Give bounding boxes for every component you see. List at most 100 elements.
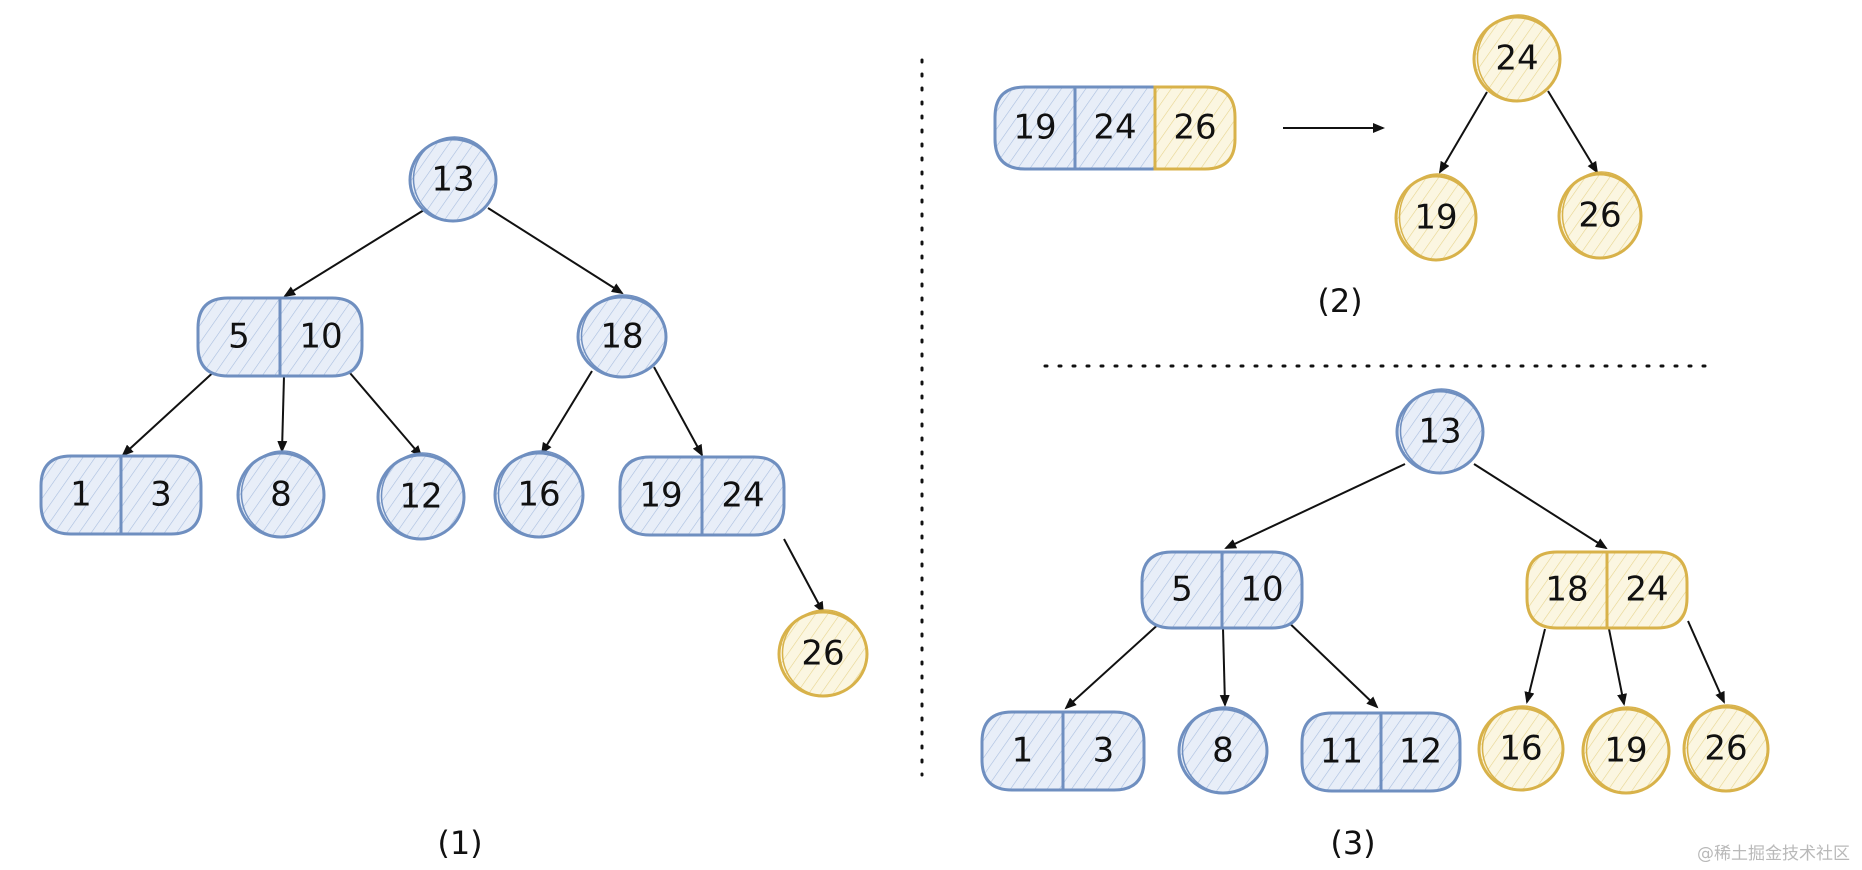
p3-leaf-26-sketch-ring (1686, 704, 1769, 792)
p3-root-13: 13 (1395, 388, 1485, 475)
p1-node-18: 18 (576, 294, 668, 379)
p2-overflow-node-segment-1 (993, 85, 1077, 171)
p3-leaf-19-sketch-ring (1585, 706, 1670, 794)
p3-leaf-8-key: 8 (1212, 731, 1234, 771)
arrow-24-to-26 (1547, 90, 1599, 174)
p3-leaf-8-sketch-ring (1181, 706, 1268, 794)
p1-overflow-26-sketch-ring (781, 609, 868, 697)
p3-leaf-11-12: 11 12 (1300, 711, 1462, 793)
p2-overflow-node: 19 24 26 (993, 85, 1237, 171)
arrow-5-10-to-8 (277, 375, 288, 453)
p3-node-5-10: 5 10 (1140, 550, 1304, 630)
p3-root-13-key: 13 (1418, 412, 1461, 452)
p1-node-5-10-key-1: 5 (228, 317, 250, 357)
p3-node-5-10-segment-2 (1220, 550, 1304, 630)
p2-split-left-19-key: 19 (1414, 198, 1457, 238)
panel3-arrows (1064, 463, 1725, 710)
p3-leaf-11-12-segment-2 (1379, 711, 1462, 793)
p3-node-18-24-segment-1 (1525, 550, 1609, 630)
p1-leaf-16-key: 16 (517, 475, 560, 515)
arrow-5-10-to-12 (343, 365, 423, 458)
p2-split-root-24: 24 (1472, 14, 1562, 103)
arrow-18-to-19-24 (653, 366, 703, 457)
p3-leaf-19-key: 19 (1604, 731, 1647, 771)
p1-node-5-10: 5 10 (196, 296, 364, 378)
p1-leaf-19-24-segment-1 (618, 455, 704, 537)
arrow-13-to-5-10 (1224, 463, 1406, 549)
arrow-18-to-16 (540, 370, 593, 455)
p1-root-13: 13 (408, 136, 498, 223)
p3-leaf-26-key: 26 (1704, 729, 1747, 769)
p2-split-right-26: 26 (1557, 171, 1643, 260)
p1-leaf-12-key: 12 (399, 477, 442, 517)
p1-leaf-1-3-key-2: 3 (150, 475, 172, 515)
p3-leaf-11-12-key-1: 11 (1320, 732, 1363, 772)
p1-leaf-12-sketch-ring (380, 452, 465, 540)
p2-overflow-node-key-2: 24 (1093, 108, 1136, 148)
p2-split-right-26-key: 26 (1578, 196, 1621, 236)
p3-node-5-10-segment-1 (1140, 550, 1224, 630)
p2-split-right-26-sketch-ring (1561, 171, 1642, 259)
p3-leaf-16-key: 16 (1499, 729, 1542, 769)
p3-leaf-19: 19 (1581, 706, 1671, 795)
arrow-18-24-to-16 (1524, 628, 1546, 704)
p2-split-root-24-sketch-ring (1476, 14, 1561, 102)
p3-leaf-11-12-key-2: 12 (1399, 732, 1442, 772)
p3-leaf-1-3-segment-1 (980, 710, 1065, 792)
caption-panel1: (1) (437, 824, 482, 862)
p3-node-5-10-key-1: 5 (1171, 570, 1193, 610)
p1-root-13-key: 13 (431, 160, 474, 200)
p3-leaf-1-3-segment-2 (1061, 710, 1146, 792)
p1-node-18-sketch-ring (580, 294, 667, 378)
p2-overflow-node-segment-3 (1153, 85, 1237, 171)
p1-leaf-1-3-segment-1 (39, 454, 123, 536)
p1-leaf-19-24-key-1: 19 (639, 476, 682, 516)
p1-node-5-10-key-2: 10 (299, 317, 342, 357)
arrow-5-10-to-11-12 (1282, 616, 1379, 709)
p2-overflow-node-key-1: 19 (1013, 108, 1056, 148)
p1-overflow-26: 26 (777, 609, 869, 698)
p3-node-18-24-key-2: 24 (1625, 570, 1668, 610)
caption-panel2: (2) (1317, 282, 1362, 320)
arrow-24-to-19 (1438, 91, 1488, 174)
p2-split-root-24-key: 24 (1495, 39, 1538, 79)
p3-leaf-1-3-key-1: 1 (1012, 731, 1034, 771)
arrow-5-10-to-8 (1219, 627, 1230, 707)
p3-leaf-11-12-segment-1 (1300, 711, 1383, 793)
panel1-arrows (121, 207, 824, 614)
p3-leaf-26: 26 (1682, 704, 1770, 793)
panel2-arrows (1283, 90, 1599, 174)
p2-overflow-node-key-3: 26 (1173, 108, 1216, 148)
p1-leaf-19-24-key-2: 24 (721, 476, 764, 516)
p2-split-left-19: 19 (1394, 173, 1478, 262)
watermark-text: @稀土掘金技术社区 (1697, 844, 1850, 864)
p3-leaf-16: 16 (1477, 705, 1565, 792)
p1-node-18-key: 18 (600, 317, 643, 357)
arrow-13-to-5-10 (283, 209, 425, 298)
p3-leaf-1-3-key-2: 3 (1093, 731, 1115, 771)
arrow-13-to-18 (487, 207, 624, 295)
p1-leaf-16-sketch-ring (497, 450, 584, 538)
p1-leaf-8: 8 (236, 450, 326, 539)
p1-leaf-19-24-segment-2 (700, 455, 786, 537)
arrow-13-to-18-24 (1473, 463, 1608, 550)
p2-split-left-19-sketch-ring (1398, 173, 1477, 261)
p3-leaf-8: 8 (1177, 706, 1269, 795)
p1-leaf-8-sketch-ring (240, 450, 325, 538)
p1-leaf-16: 16 (493, 450, 585, 539)
p3-node-18-24-key-1: 18 (1545, 570, 1588, 610)
arrow-18-24-to-26 (1687, 620, 1725, 704)
p1-node-5-10-segment-2 (278, 296, 364, 378)
arrow-5-10-to-1-3 (1064, 620, 1163, 710)
p1-leaf-1-3-key-1: 1 (70, 475, 92, 515)
p3-node-5-10-key-2: 10 (1240, 570, 1283, 610)
p3-root-13-sketch-ring (1399, 388, 1484, 474)
p1-root-13-sketch-ring (412, 136, 497, 222)
p1-node-5-10-segment-1 (196, 296, 282, 378)
p1-leaf-8-key: 8 (270, 475, 292, 515)
